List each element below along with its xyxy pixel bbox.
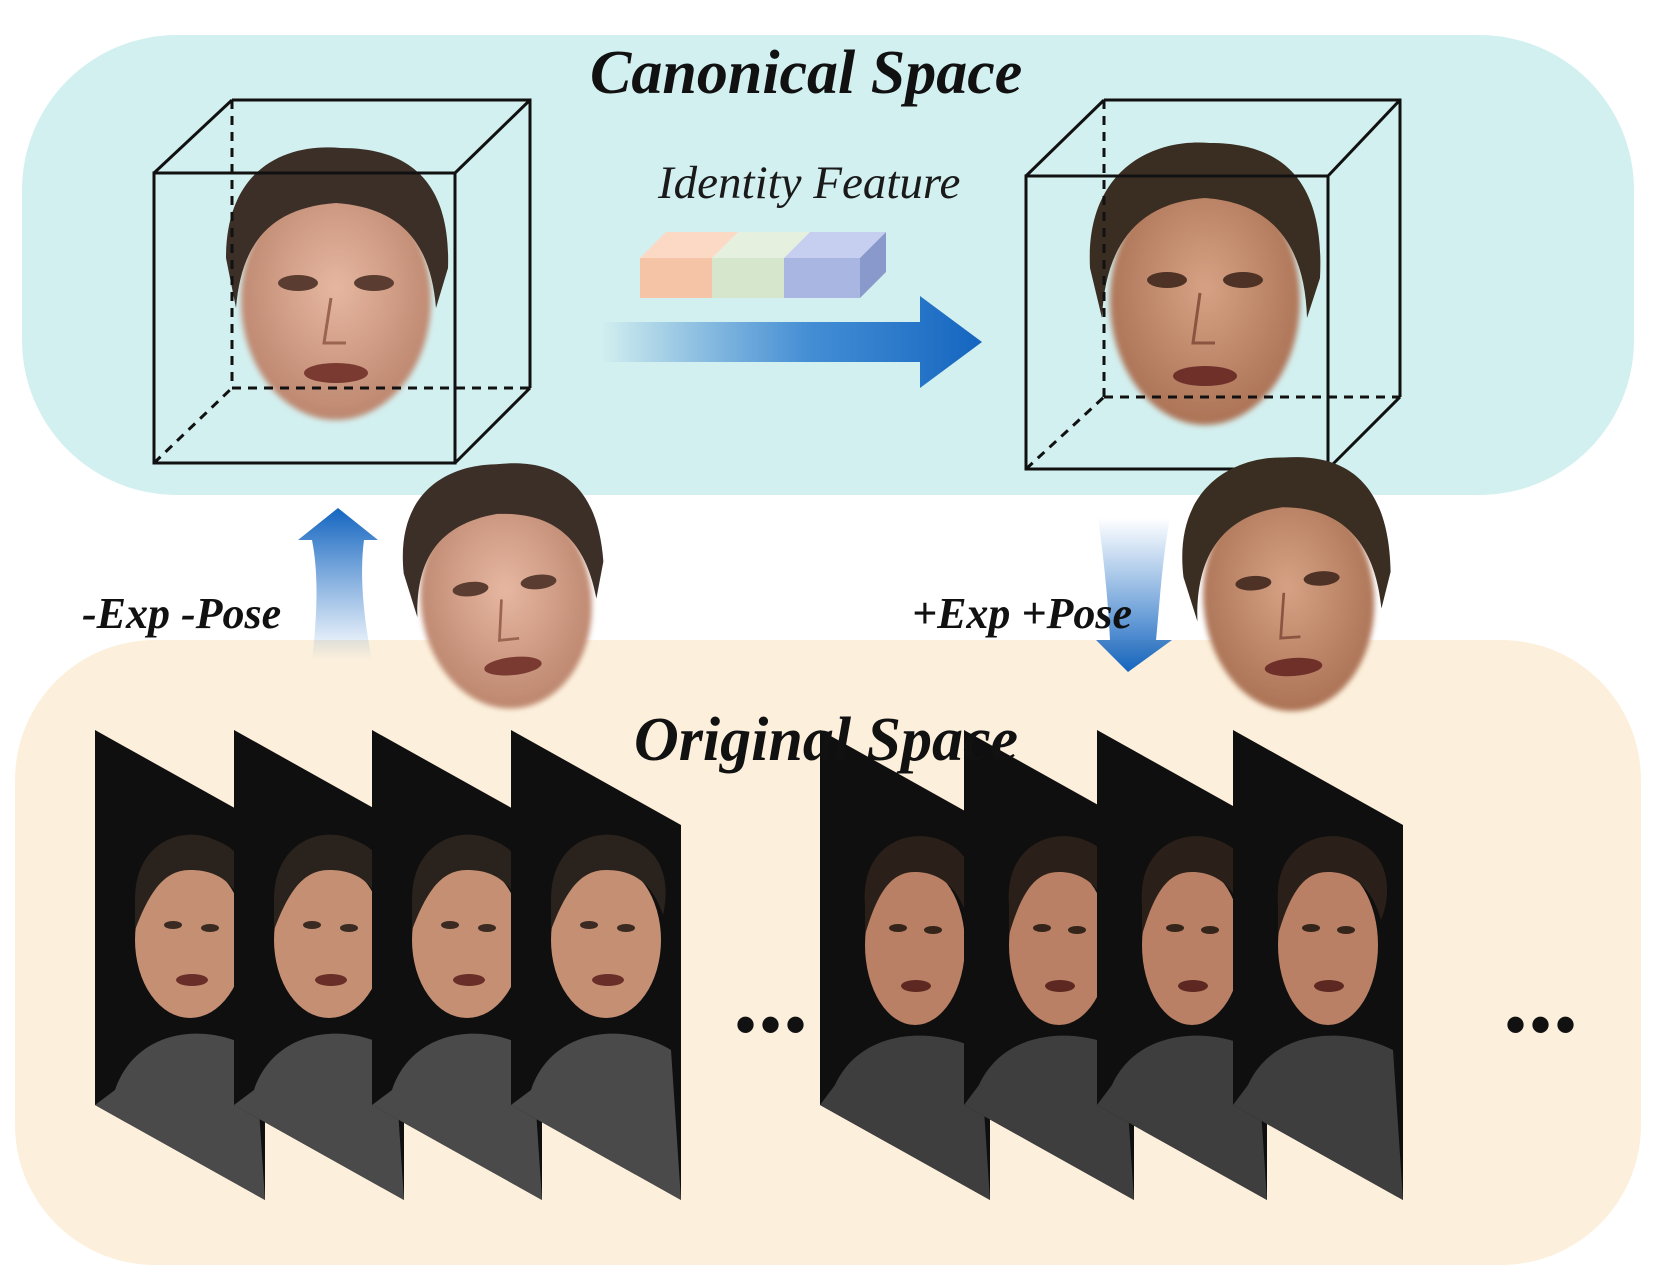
canonical-space-title: Canonical Space: [590, 39, 1023, 107]
canonical-face-left-group: [152, 98, 532, 465]
ellipsis-right: •••: [1505, 991, 1581, 1058]
gradient-arrow-identity-transfer: [600, 296, 982, 388]
gradient-arrow-down-icon: [1096, 518, 1172, 672]
identity-feature-label: Identity Feature: [658, 157, 961, 209]
video-frame-stack-left: [95, 730, 681, 1200]
ellipsis-left: •••: [735, 991, 811, 1058]
video-frame-stack-right: [820, 730, 1403, 1200]
cube-wireframe-icon: [152, 98, 532, 465]
cube-wireframe-icon: [1024, 98, 1402, 471]
pos-exp-pose-label: +Exp +Pose: [912, 589, 1133, 638]
feature-bar-blue: [784, 232, 886, 298]
neg-exp-pose-label: -Exp -Pose: [82, 589, 282, 638]
canonical-face-right-group: [1024, 98, 1402, 471]
original-space-title: Original Space: [634, 706, 1019, 774]
gradient-arrow-up-icon: [298, 508, 378, 660]
feature-bars-icon: [640, 232, 886, 298]
